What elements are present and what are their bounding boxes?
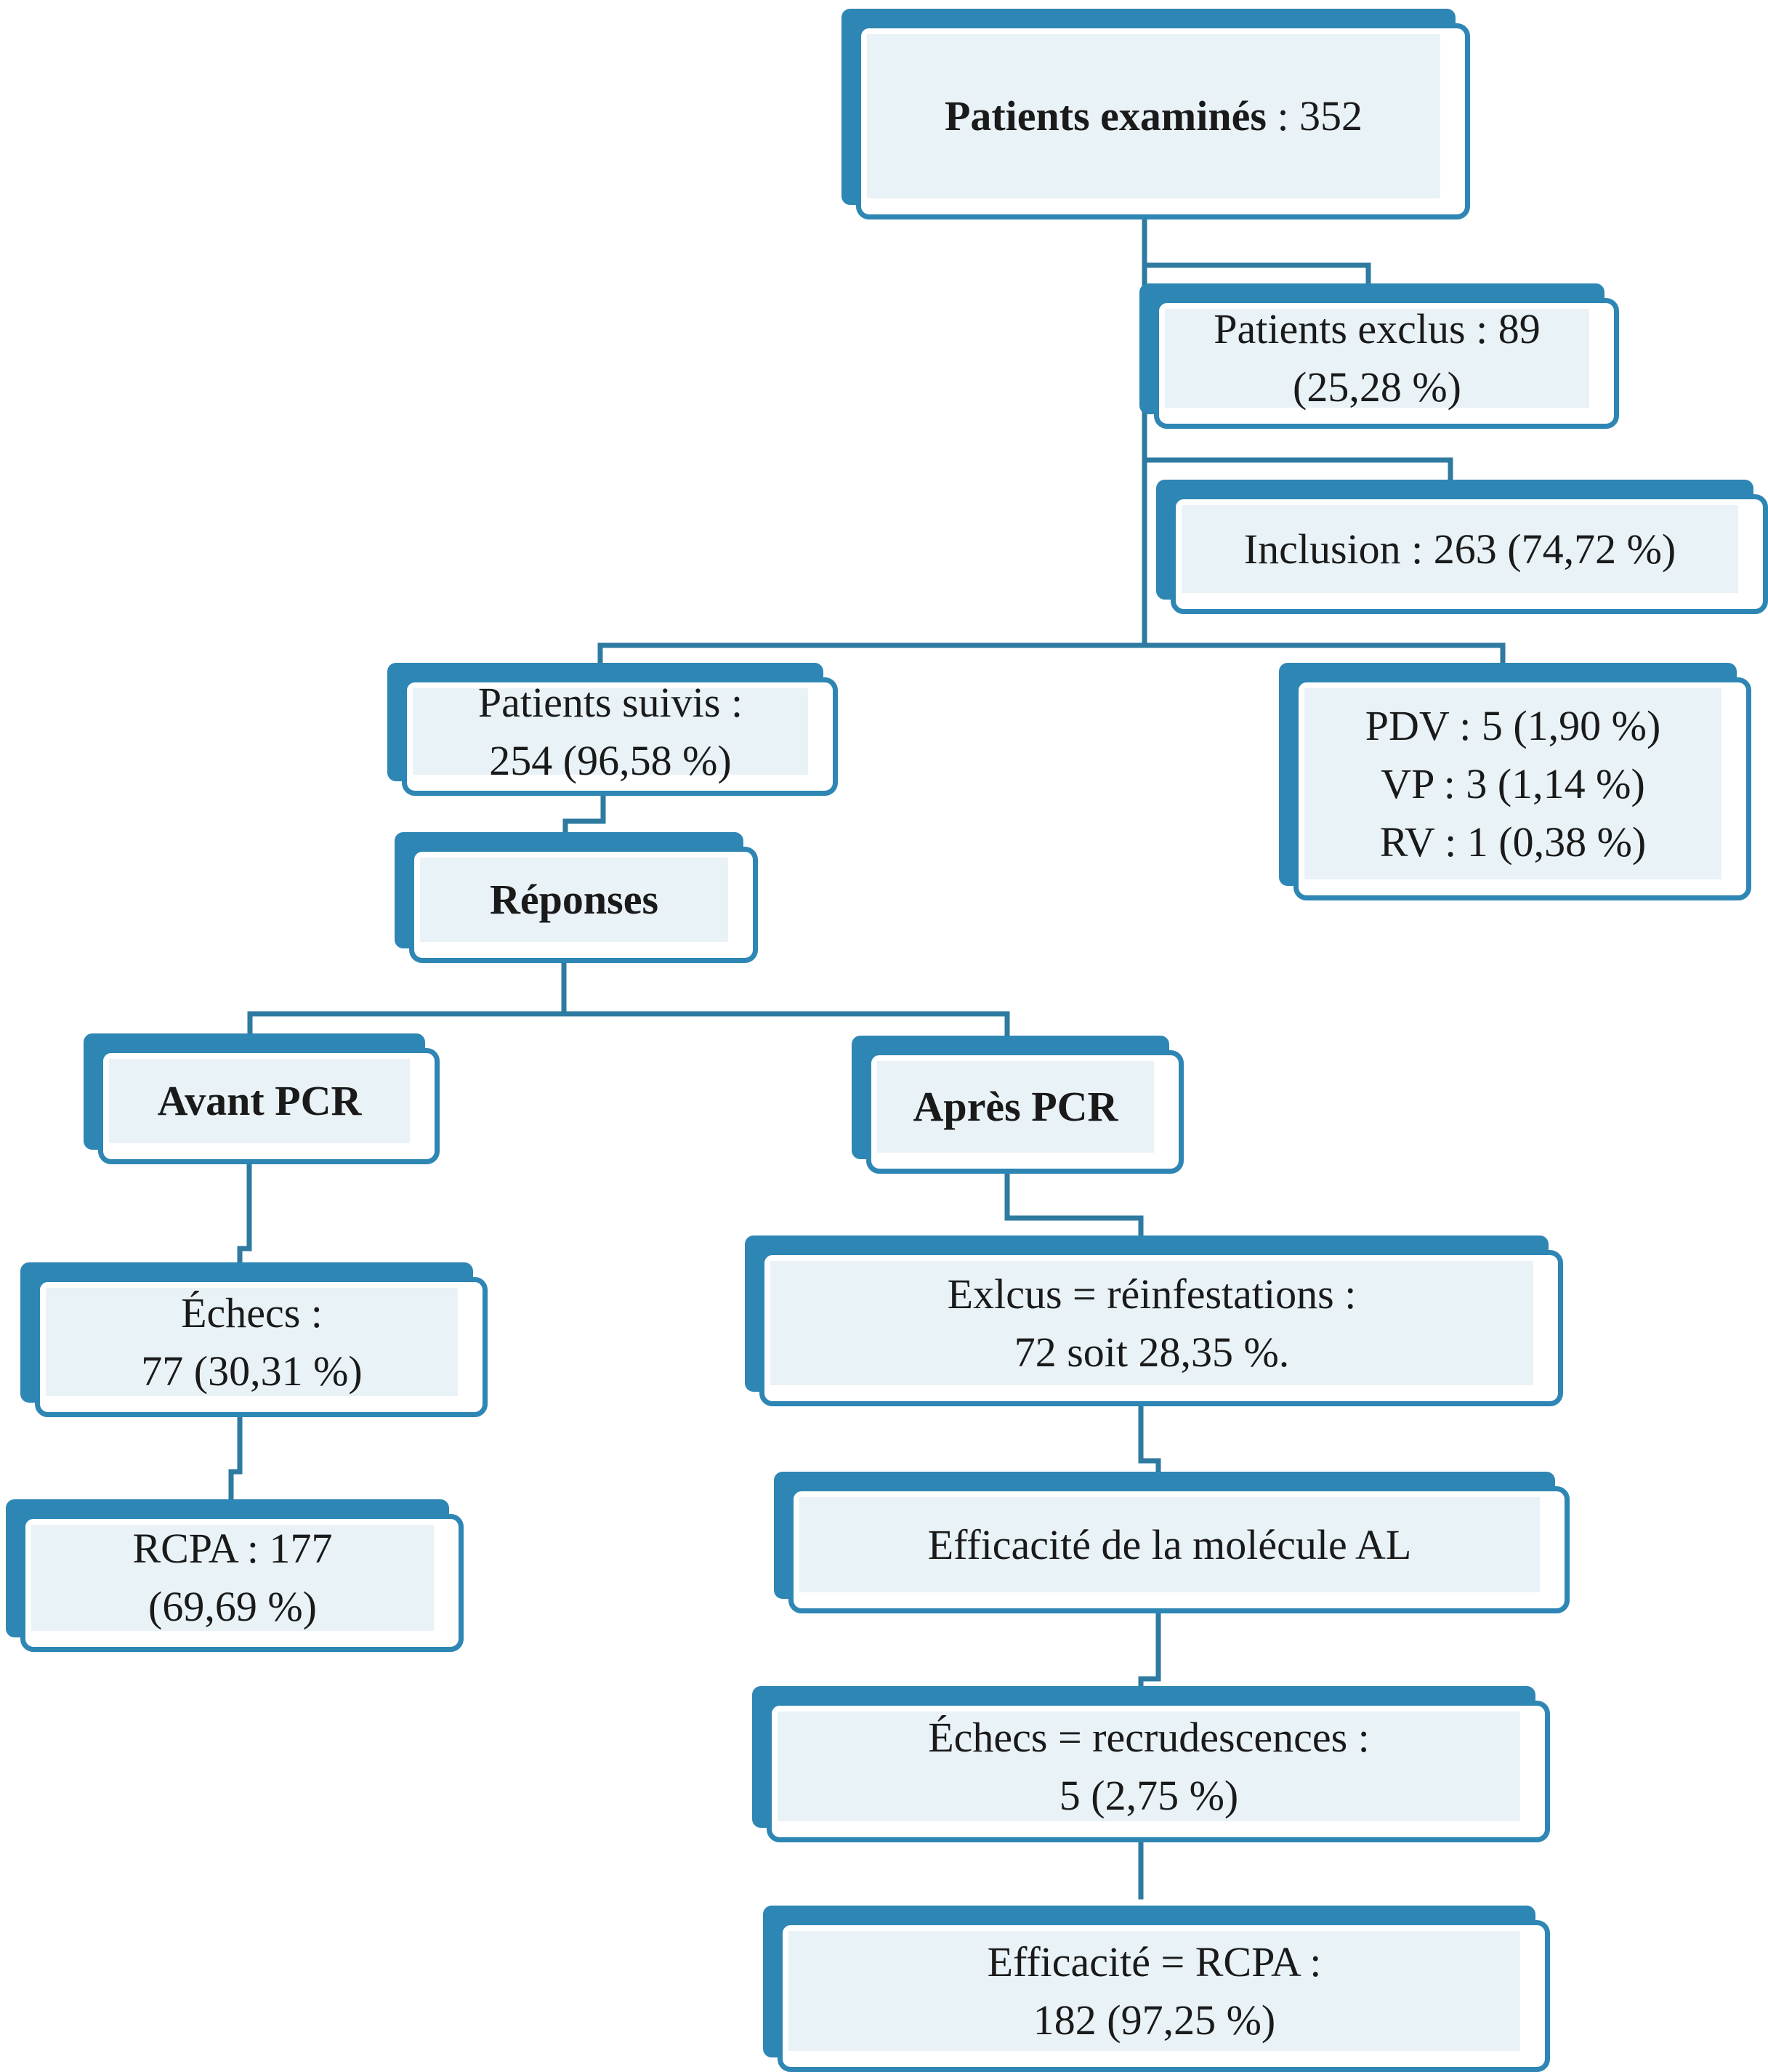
vp-line: VP : 3 (1,14 %)	[1381, 759, 1645, 807]
box-face: Après PCR	[866, 1050, 1184, 1174]
box-face: Exlcus = réinfestations : 72 soit 28,35 …	[759, 1250, 1563, 1406]
patients-exclus-line2: (25,28 %)	[1293, 363, 1461, 411]
box-face: Efficacité de la molécule AL	[788, 1486, 1570, 1613]
reponses-box: Réponses	[395, 832, 758, 963]
inclusion-line1: Inclusion : 263 (74,72 %)	[1243, 525, 1676, 573]
rv-line: RV : 1 (0,38 %)	[1379, 818, 1647, 866]
efficacite-rcpa-line1: Efficacité = RCPA :	[987, 1938, 1322, 1986]
patients-examines-label: Patients examinés : 352	[944, 92, 1363, 140]
efficacite-molecule-box: Efficacité de la molécule AL	[774, 1472, 1570, 1613]
reponses-label: Réponses	[489, 876, 659, 923]
avant-pcr-label: Avant PCR	[157, 1077, 362, 1124]
patients-exclus-box: Patients exclus : 89 (25,28 %)	[1139, 283, 1619, 429]
apres-pcr-label: Après PCR	[913, 1083, 1118, 1130]
avant-pcr-box: Avant PCR	[84, 1033, 440, 1164]
efficacite-molecule-line1: Efficacité de la molécule AL	[927, 1520, 1412, 1568]
box-face: Inclusion : 263 (74,72 %)	[1171, 494, 1768, 614]
apres-pcr-box: Après PCR	[852, 1036, 1184, 1174]
exclus-reinfestations-box: Exlcus = réinfestations : 72 soit 28,35 …	[745, 1235, 1563, 1406]
patients-suivis-box: Patients suivis : 254 (96,58 %)	[387, 663, 838, 796]
echecs-recrudescences-line1: Échecs = recrudescences :	[928, 1713, 1370, 1761]
pdv-line: PDV : 5 (1,90 %)	[1365, 701, 1661, 749]
exclus-reinfestations-line1: Exlcus = réinfestations :	[947, 1270, 1357, 1318]
rcpa-avant-line2: (69,69 %)	[148, 1583, 317, 1630]
box-face: PDV : 5 (1,90 %) VP : 3 (1,14 %) RV : 1 …	[1293, 677, 1751, 900]
rcpa-avant-line1: RCPA : 177	[132, 1525, 333, 1572]
box-face: Efficacité = RCPA : 182 (97,25 %)	[778, 1920, 1550, 2072]
echecs-recrudescences-line2: 5 (2,75 %)	[1059, 1771, 1239, 1819]
box-face: Échecs : 77 (30,31 %)	[35, 1277, 488, 1417]
echecs-avant-box: Échecs : 77 (30,31 %)	[20, 1262, 488, 1417]
exclus-reinfestations-line2: 72 soit 28,35 %.	[1014, 1328, 1290, 1376]
patients-suivis-line2: 254 (96,58 %)	[489, 736, 732, 784]
box-face: Patients suivis : 254 (96,58 %)	[402, 677, 838, 796]
rcpa-avant-box: RCPA : 177 (69,69 %)	[6, 1499, 464, 1652]
echecs-recrudescences-box: Échecs = recrudescences : 5 (2,75 %)	[752, 1686, 1550, 1842]
echecs-avant-line2: 77 (30,31 %)	[141, 1347, 363, 1395]
efficacite-rcpa-box: Efficacité = RCPA : 182 (97,25 %)	[763, 1906, 1550, 2072]
inclusion-box: Inclusion : 263 (74,72 %)	[1156, 480, 1768, 614]
box-face: Réponses	[409, 847, 758, 963]
pdv-vp-rv-box: PDV : 5 (1,90 %) VP : 3 (1,14 %) RV : 1 …	[1279, 663, 1751, 900]
echecs-avant-line1: Échecs :	[181, 1289, 323, 1337]
patients-suivis-line1: Patients suivis :	[477, 678, 743, 726]
box-face: Patients examinés : 352	[856, 23, 1470, 219]
box-face: Avant PCR	[98, 1048, 440, 1164]
efficacite-rcpa-line2: 182 (97,25 %)	[1033, 1996, 1276, 2044]
box-face: Échecs = recrudescences : 5 (2,75 %)	[767, 1701, 1550, 1842]
box-face: RCPA : 177 (69,69 %)	[20, 1514, 464, 1652]
patients-examines-box: Patients examinés : 352	[841, 9, 1470, 219]
box-face: Patients exclus : 89 (25,28 %)	[1154, 298, 1619, 429]
patients-exclus-line1: Patients exclus : 89	[1214, 305, 1541, 352]
